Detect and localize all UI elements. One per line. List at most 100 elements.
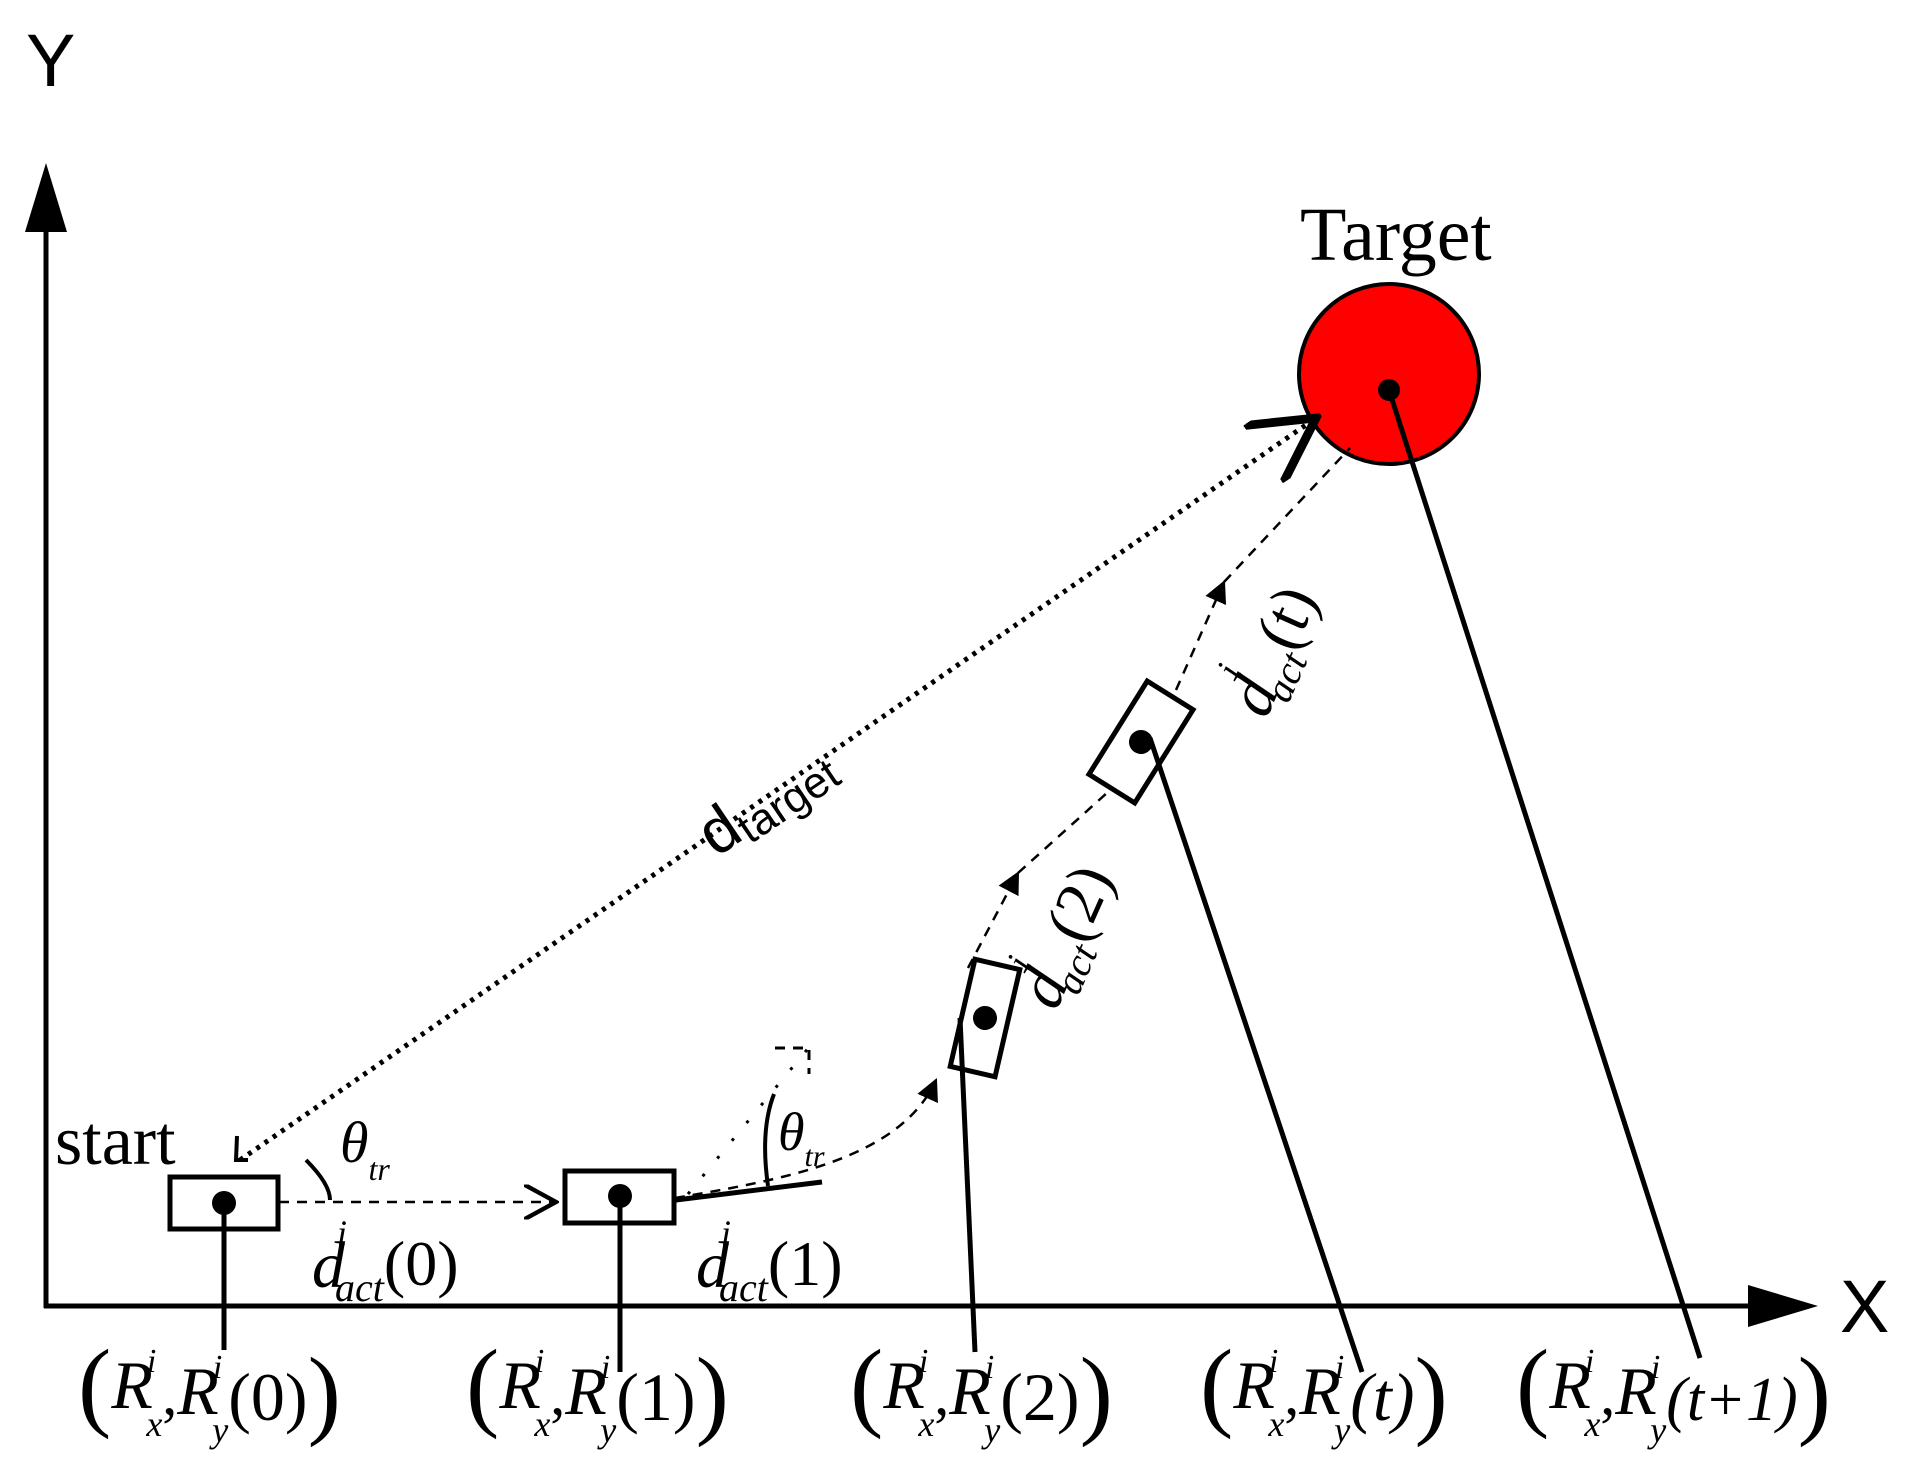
step-label-1-base: d	[696, 1229, 730, 1302]
coordinate-2-comma: ,	[934, 1361, 949, 1427]
robot-2-dot	[973, 1006, 997, 1030]
step-label-1-sub: act	[719, 1265, 769, 1310]
coordinate-t1-ry-sub: y	[1647, 1410, 1666, 1450]
coordinate-t1-open: (	[1516, 1329, 1549, 1440]
coordinate-t-close: )	[1414, 1337, 1447, 1448]
coordinate-t-rx: R	[1232, 1347, 1275, 1423]
axes: Y X	[25, 19, 1889, 1348]
step-label-0-sub: act	[335, 1265, 385, 1310]
coordinate-0-close: )	[308, 1337, 341, 1448]
coordinate-2-rx-sub: x	[917, 1404, 934, 1444]
coordinate-0-ry-sup: i	[213, 1349, 222, 1386]
coordinate-2-rx: R	[882, 1347, 925, 1423]
coordinate-t-ry-sup: i	[1335, 1349, 1344, 1386]
step-label-1-sup: i	[721, 1213, 731, 1253]
angle-arc-0	[304, 1158, 332, 1201]
step-label-0-step: (0)	[384, 1228, 459, 1299]
step-paths	[279, 447, 1351, 1202]
coordinate-1-open: (	[466, 1329, 499, 1440]
coordinate-t1-comma: ,	[1600, 1361, 1615, 1427]
coordinate-1-rx-sup: i	[535, 1343, 544, 1380]
start-tick	[233, 1135, 248, 1162]
step-label-0-base: d	[312, 1229, 346, 1302]
coordinate-1-ry-sup: i	[601, 1349, 610, 1386]
y-axis-label: Y	[26, 19, 75, 102]
coordinate-0-rx-sub: x	[145, 1404, 162, 1444]
coordinate-1-ry-sub: y	[597, 1410, 616, 1450]
step-label-1-step: (1)	[768, 1228, 843, 1299]
coordinate-0-rx-sup: i	[147, 1343, 156, 1380]
step-label-0-sup: i	[337, 1213, 347, 1253]
coordinate-1-ry: R	[564, 1353, 607, 1429]
coordinate-2-ry-sub: y	[981, 1410, 1000, 1450]
coordinate-t-step: (t)	[1350, 1359, 1414, 1435]
d-target-label: dtarget	[684, 727, 849, 873]
start-label: start	[55, 1103, 176, 1180]
robots	[167, 677, 1197, 1232]
leader-target	[1386, 389, 1703, 1359]
angle-label-0: θtr	[340, 1110, 390, 1187]
heading-line-1	[675, 1179, 823, 1203]
coordinate-1-close: )	[696, 1337, 729, 1448]
coordinate-1-rx: R	[498, 1347, 541, 1423]
step-2b-path	[1017, 791, 1109, 874]
x-axis-arrowhead	[1748, 1285, 1818, 1327]
robot-t	[1085, 677, 1197, 807]
angle-label-1: θtr	[778, 1102, 825, 1173]
coordinate-t-rx-sup: i	[1269, 1343, 1278, 1380]
coordinate-2-step: (2)	[1000, 1359, 1079, 1435]
coordinate-0-open: (	[78, 1329, 111, 1440]
coordinate-2-open: (	[850, 1329, 883, 1440]
coordinate-0-ry-sub: y	[209, 1410, 228, 1450]
step-label-2-step: (2)	[1031, 854, 1126, 951]
angle-symbol-1: θ	[778, 1102, 805, 1162]
coordinate-0-comma: ,	[162, 1361, 177, 1427]
robot-2	[947, 956, 1023, 1080]
coordinate-t-ry-sub: y	[1331, 1410, 1350, 1450]
target: Target	[1297, 193, 1492, 466]
coordinate-t1-rx-sup: i	[1585, 1343, 1594, 1380]
step-1-path	[674, 1077, 938, 1200]
coordinate-t1-rx-sub: x	[1583, 1404, 1600, 1444]
coordinate-t1-ry: R	[1614, 1353, 1657, 1429]
coordinate-1-rx-sub: x	[533, 1404, 550, 1444]
leader-t	[1147, 737, 1365, 1373]
angle-sub-0: tr	[369, 1151, 391, 1187]
robot-t-dot	[1129, 730, 1153, 754]
coordinate-t-ry: R	[1298, 1353, 1341, 1429]
angle-sub-1: tr	[805, 1140, 825, 1173]
coordinate-0-rx: R	[110, 1347, 153, 1423]
step-label-1: di act(1)	[696, 1213, 843, 1310]
step-t-target-path	[1223, 447, 1351, 583]
coordinate-0-step: (0)	[228, 1359, 307, 1435]
step-label-t-step: (t)	[1241, 575, 1330, 659]
step-t-path	[1174, 579, 1227, 691]
coordinate-1-comma: ,	[550, 1361, 565, 1427]
coordinate-t1-ry-sup: i	[1651, 1349, 1660, 1386]
coordinate-t-comma: ,	[1284, 1361, 1299, 1427]
d-target-line	[238, 418, 1316, 1163]
leader-lines	[221, 389, 1703, 1373]
angle-arc-1	[763, 1093, 776, 1187]
y-axis-arrowhead	[25, 163, 67, 232]
coordinate-0-ry: R	[176, 1353, 219, 1429]
coordinate-t1-rx: R	[1548, 1347, 1591, 1423]
coordinate-t-open: (	[1200, 1329, 1233, 1440]
coordinate-2-rx-sup: i	[919, 1343, 928, 1380]
angle-symbol-0: θ	[340, 1110, 369, 1175]
angle-markings: θtr θtr	[233, 1045, 825, 1203]
coordinate-2-ry-sup: i	[985, 1349, 994, 1386]
coordinate-t-rx-sub: x	[1267, 1404, 1284, 1444]
step-label-0: di act(0)	[312, 1213, 459, 1310]
coordinate-2-close: )	[1080, 1337, 1113, 1448]
coordinate-2-ry: R	[948, 1353, 991, 1429]
coordinate-t1-close: )	[1798, 1337, 1831, 1448]
target-circle	[1297, 282, 1481, 466]
